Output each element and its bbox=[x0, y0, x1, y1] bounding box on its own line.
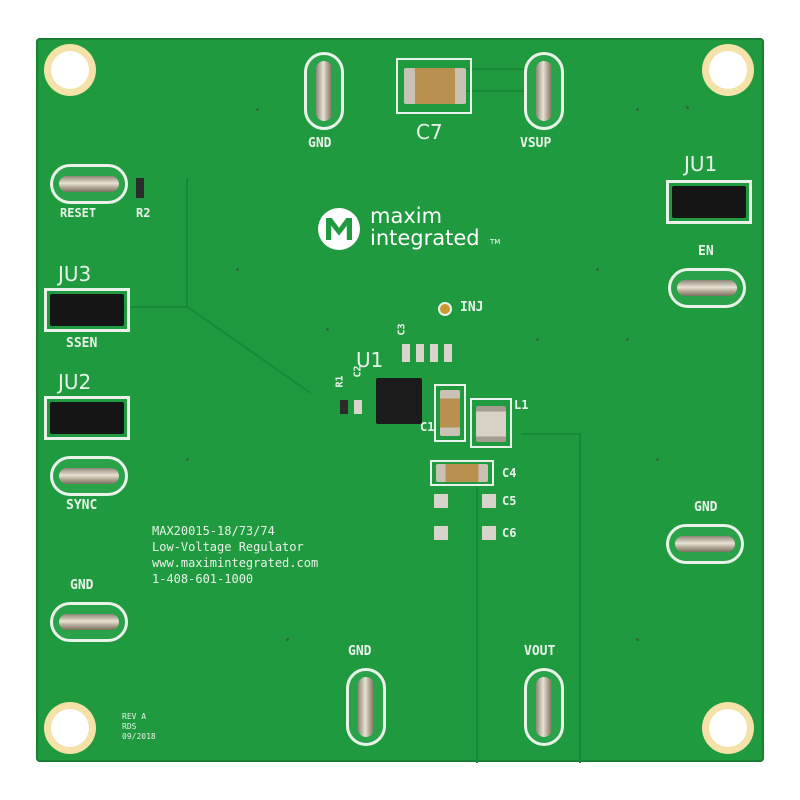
ju2-jumper[interactable] bbox=[44, 396, 130, 440]
via bbox=[636, 108, 639, 111]
r2-label: R2 bbox=[136, 206, 151, 220]
inj-label: INJ bbox=[460, 300, 484, 315]
vout-label: VOUT bbox=[524, 644, 556, 659]
maxim-logo-text: maxim bbox=[370, 204, 443, 228]
trace bbox=[521, 433, 581, 435]
integrated-logo-text: integrated bbox=[370, 226, 480, 250]
via bbox=[626, 338, 629, 341]
ju1-jumper[interactable] bbox=[666, 180, 752, 224]
via bbox=[656, 458, 659, 461]
c4-label: C4 bbox=[502, 466, 517, 480]
smd-pad bbox=[402, 344, 410, 362]
mounting-hole-top-left bbox=[44, 44, 96, 96]
c1-capacitor bbox=[440, 390, 460, 436]
c6-pad bbox=[434, 526, 448, 540]
l1-outline bbox=[470, 398, 512, 448]
gnd-right-label: GND bbox=[694, 500, 718, 515]
rev-date: 09/2018 bbox=[122, 732, 156, 741]
ju1-label: JU1 bbox=[684, 152, 718, 176]
u1-label: U1 bbox=[356, 348, 384, 372]
smd-pad bbox=[444, 344, 452, 362]
c3-label: C3 bbox=[396, 323, 408, 336]
via bbox=[636, 638, 639, 641]
mounting-hole-bottom-right bbox=[702, 702, 754, 754]
vsup-test-point[interactable] bbox=[524, 52, 564, 130]
c1-label: C1 bbox=[420, 420, 435, 434]
info-part-number: MAX20015-18/73/74 bbox=[152, 524, 275, 538]
c2-label: C2 bbox=[352, 365, 364, 378]
trace bbox=[186, 306, 311, 394]
en-label: EN bbox=[698, 244, 714, 259]
gnd-bottom-label: GND bbox=[348, 644, 372, 659]
gnd-test-point-left[interactable] bbox=[50, 602, 128, 642]
via bbox=[596, 268, 599, 271]
mounting-hole-bottom-left bbox=[44, 702, 96, 754]
via bbox=[326, 328, 329, 331]
via bbox=[286, 638, 289, 641]
trace bbox=[446, 68, 526, 70]
c1-outline bbox=[434, 384, 466, 442]
c6-pad bbox=[482, 526, 496, 540]
vsup-label: VSUP bbox=[520, 136, 552, 151]
via bbox=[686, 106, 689, 109]
via bbox=[536, 338, 539, 341]
rev-author: RDS bbox=[122, 722, 137, 731]
sync-label: SYNC bbox=[66, 498, 98, 513]
r1-resistor bbox=[340, 400, 348, 414]
c7-capacitor bbox=[404, 68, 466, 104]
trace bbox=[579, 433, 581, 763]
c7-outline bbox=[396, 58, 472, 114]
smd-pad bbox=[430, 344, 438, 362]
r1-label: R1 bbox=[334, 375, 346, 388]
mounting-hole-top-right bbox=[702, 44, 754, 96]
maxim-logo-icon bbox=[318, 208, 360, 250]
gnd-left-label: GND bbox=[70, 578, 94, 593]
ju3-label: JU3 bbox=[58, 262, 92, 286]
reset-label: RESET bbox=[60, 206, 97, 220]
u1-chip bbox=[376, 378, 422, 424]
c5-pad bbox=[434, 494, 448, 508]
inj-test-point[interactable] bbox=[438, 302, 452, 316]
c4-capacitor bbox=[436, 464, 488, 482]
logo-trademark: TM bbox=[490, 238, 501, 246]
maxim-logo: maxim integrated TM bbox=[318, 204, 558, 254]
info-website: www.maximintegrated.com bbox=[152, 556, 319, 570]
trace bbox=[186, 178, 188, 308]
ju3-jumper[interactable] bbox=[44, 288, 130, 332]
via bbox=[236, 268, 239, 271]
ssen-label: SSEN bbox=[66, 336, 98, 351]
sync-test-point[interactable] bbox=[50, 456, 128, 496]
trace bbox=[126, 306, 188, 308]
rev-label: REV A bbox=[122, 712, 147, 721]
en-test-point[interactable] bbox=[668, 268, 746, 308]
pcb-board: GND C7 VSUP JU1 EN RESET R2 maxim integr… bbox=[36, 38, 764, 763]
gnd-top-label: GND bbox=[308, 136, 332, 151]
gnd-test-point-right[interactable] bbox=[666, 524, 744, 564]
c5-label: C5 bbox=[502, 494, 517, 508]
c7-label: C7 bbox=[416, 120, 443, 144]
c6-label: C6 bbox=[502, 526, 517, 540]
trace bbox=[476, 488, 478, 763]
c4-outline bbox=[430, 460, 494, 486]
vout-test-point[interactable] bbox=[524, 668, 564, 746]
info-phone: 1-408-601-1000 bbox=[152, 572, 254, 586]
trace bbox=[446, 90, 526, 92]
via bbox=[256, 108, 259, 111]
c5-pad bbox=[482, 494, 496, 508]
reset-test-point[interactable] bbox=[50, 164, 128, 204]
smd-pad bbox=[416, 344, 424, 362]
info-description: Low-Voltage Regulator bbox=[152, 540, 304, 554]
l1-label: L1 bbox=[514, 398, 529, 412]
gnd-test-point-top[interactable] bbox=[304, 52, 344, 130]
r2-resistor bbox=[136, 178, 144, 198]
gnd-test-point-bottom[interactable] bbox=[346, 668, 386, 746]
ju2-label: JU2 bbox=[58, 370, 92, 394]
l1-inductor bbox=[476, 406, 506, 442]
c2-capacitor bbox=[354, 400, 362, 414]
via bbox=[186, 458, 189, 461]
